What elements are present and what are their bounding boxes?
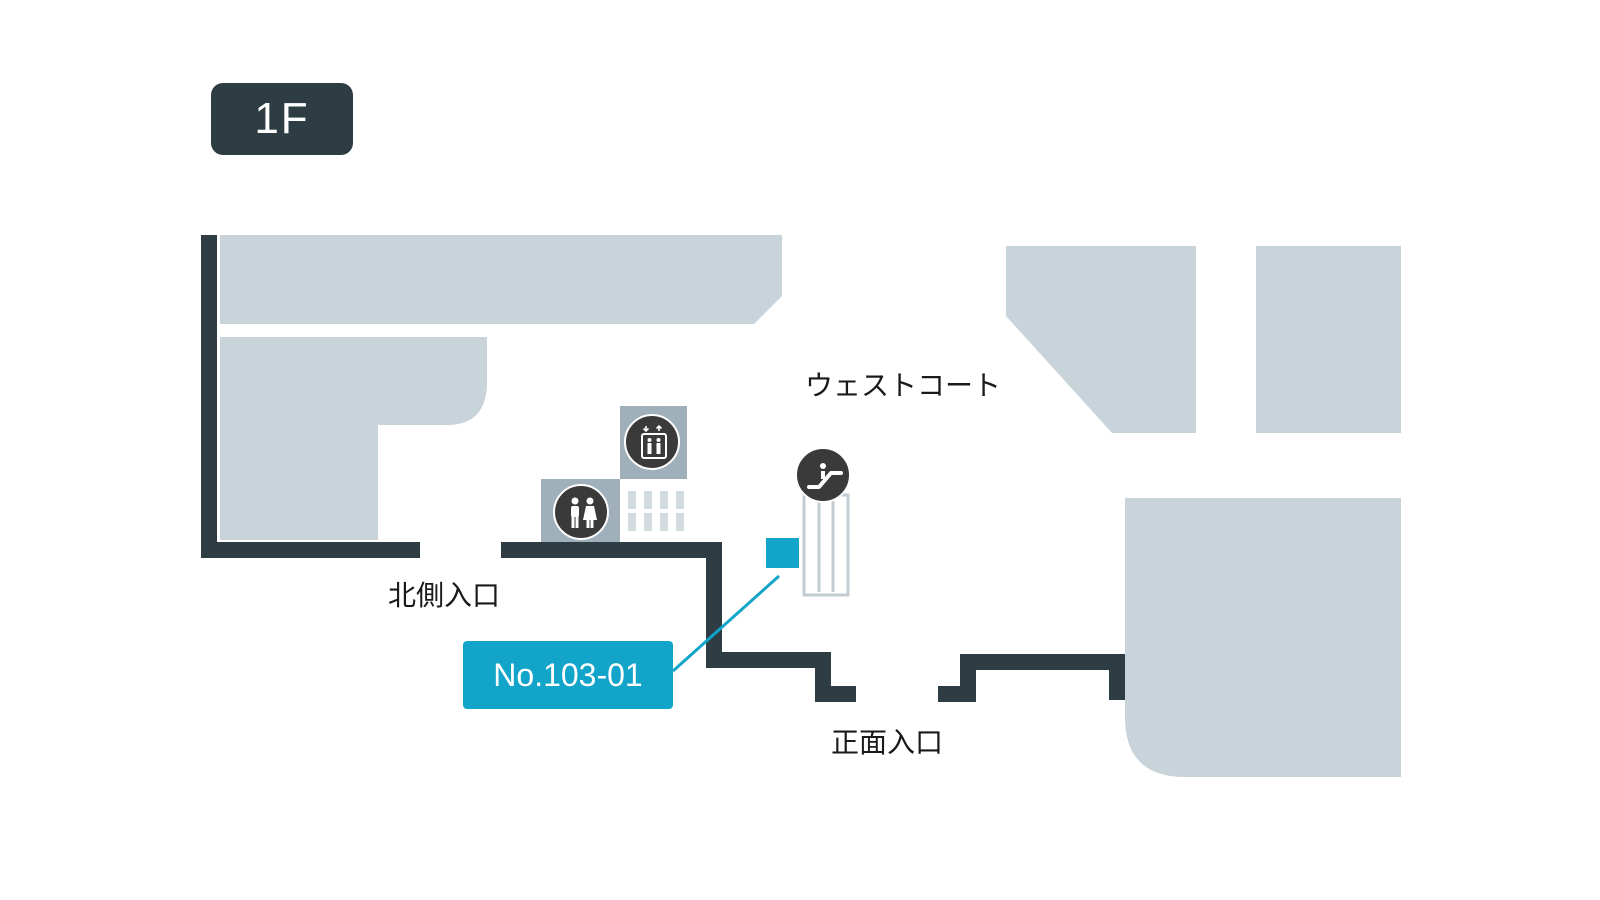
restroom-icon (553, 484, 609, 540)
escalator (802, 493, 850, 597)
unit-103-01[interactable] (766, 538, 799, 568)
elevator-icon (624, 414, 680, 470)
tenant-block-northwest[interactable] (220, 337, 487, 540)
unit-callout[interactable]: No.103-01 (463, 641, 673, 709)
walls (201, 235, 1125, 702)
label-west-court: ウェストコート (805, 369, 1002, 402)
floor-badge: 1F (211, 83, 353, 155)
label-front-entrance: 正面入口 (831, 726, 944, 759)
stairs (628, 491, 684, 531)
tenant-block-north[interactable] (220, 235, 782, 324)
label-north-entrance: 北側入口 (388, 579, 501, 612)
tenant-block-east-upper-right[interactable] (1256, 246, 1401, 433)
tenant-block-east-lower[interactable] (1125, 498, 1401, 777)
tenant-block-east-upper-left[interactable] (1006, 246, 1196, 433)
escalator-icon (795, 447, 851, 503)
callout-leader-line (671, 574, 781, 673)
